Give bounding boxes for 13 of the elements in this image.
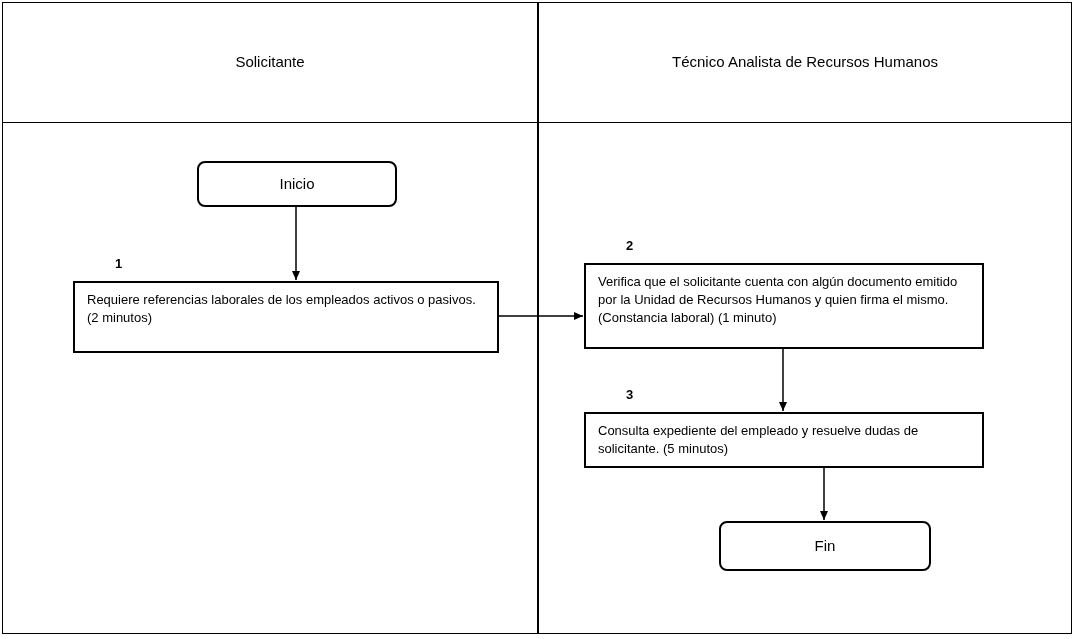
terminal-box: Inicio (197, 161, 397, 207)
lane-header: Técnico Analista de Recursos Humanos (539, 3, 1071, 123)
lane-header: Solicitante (3, 3, 537, 123)
step-number: 3 (626, 386, 634, 404)
step-number: 1 (115, 255, 123, 273)
swimlane (538, 2, 1072, 634)
arrow (292, 205, 300, 281)
arrow (779, 347, 787, 412)
step-number: 2 (626, 237, 634, 255)
arrow (820, 466, 828, 521)
terminal-box: Fin (719, 521, 931, 571)
swimlane (2, 2, 538, 634)
arrow (497, 312, 584, 320)
